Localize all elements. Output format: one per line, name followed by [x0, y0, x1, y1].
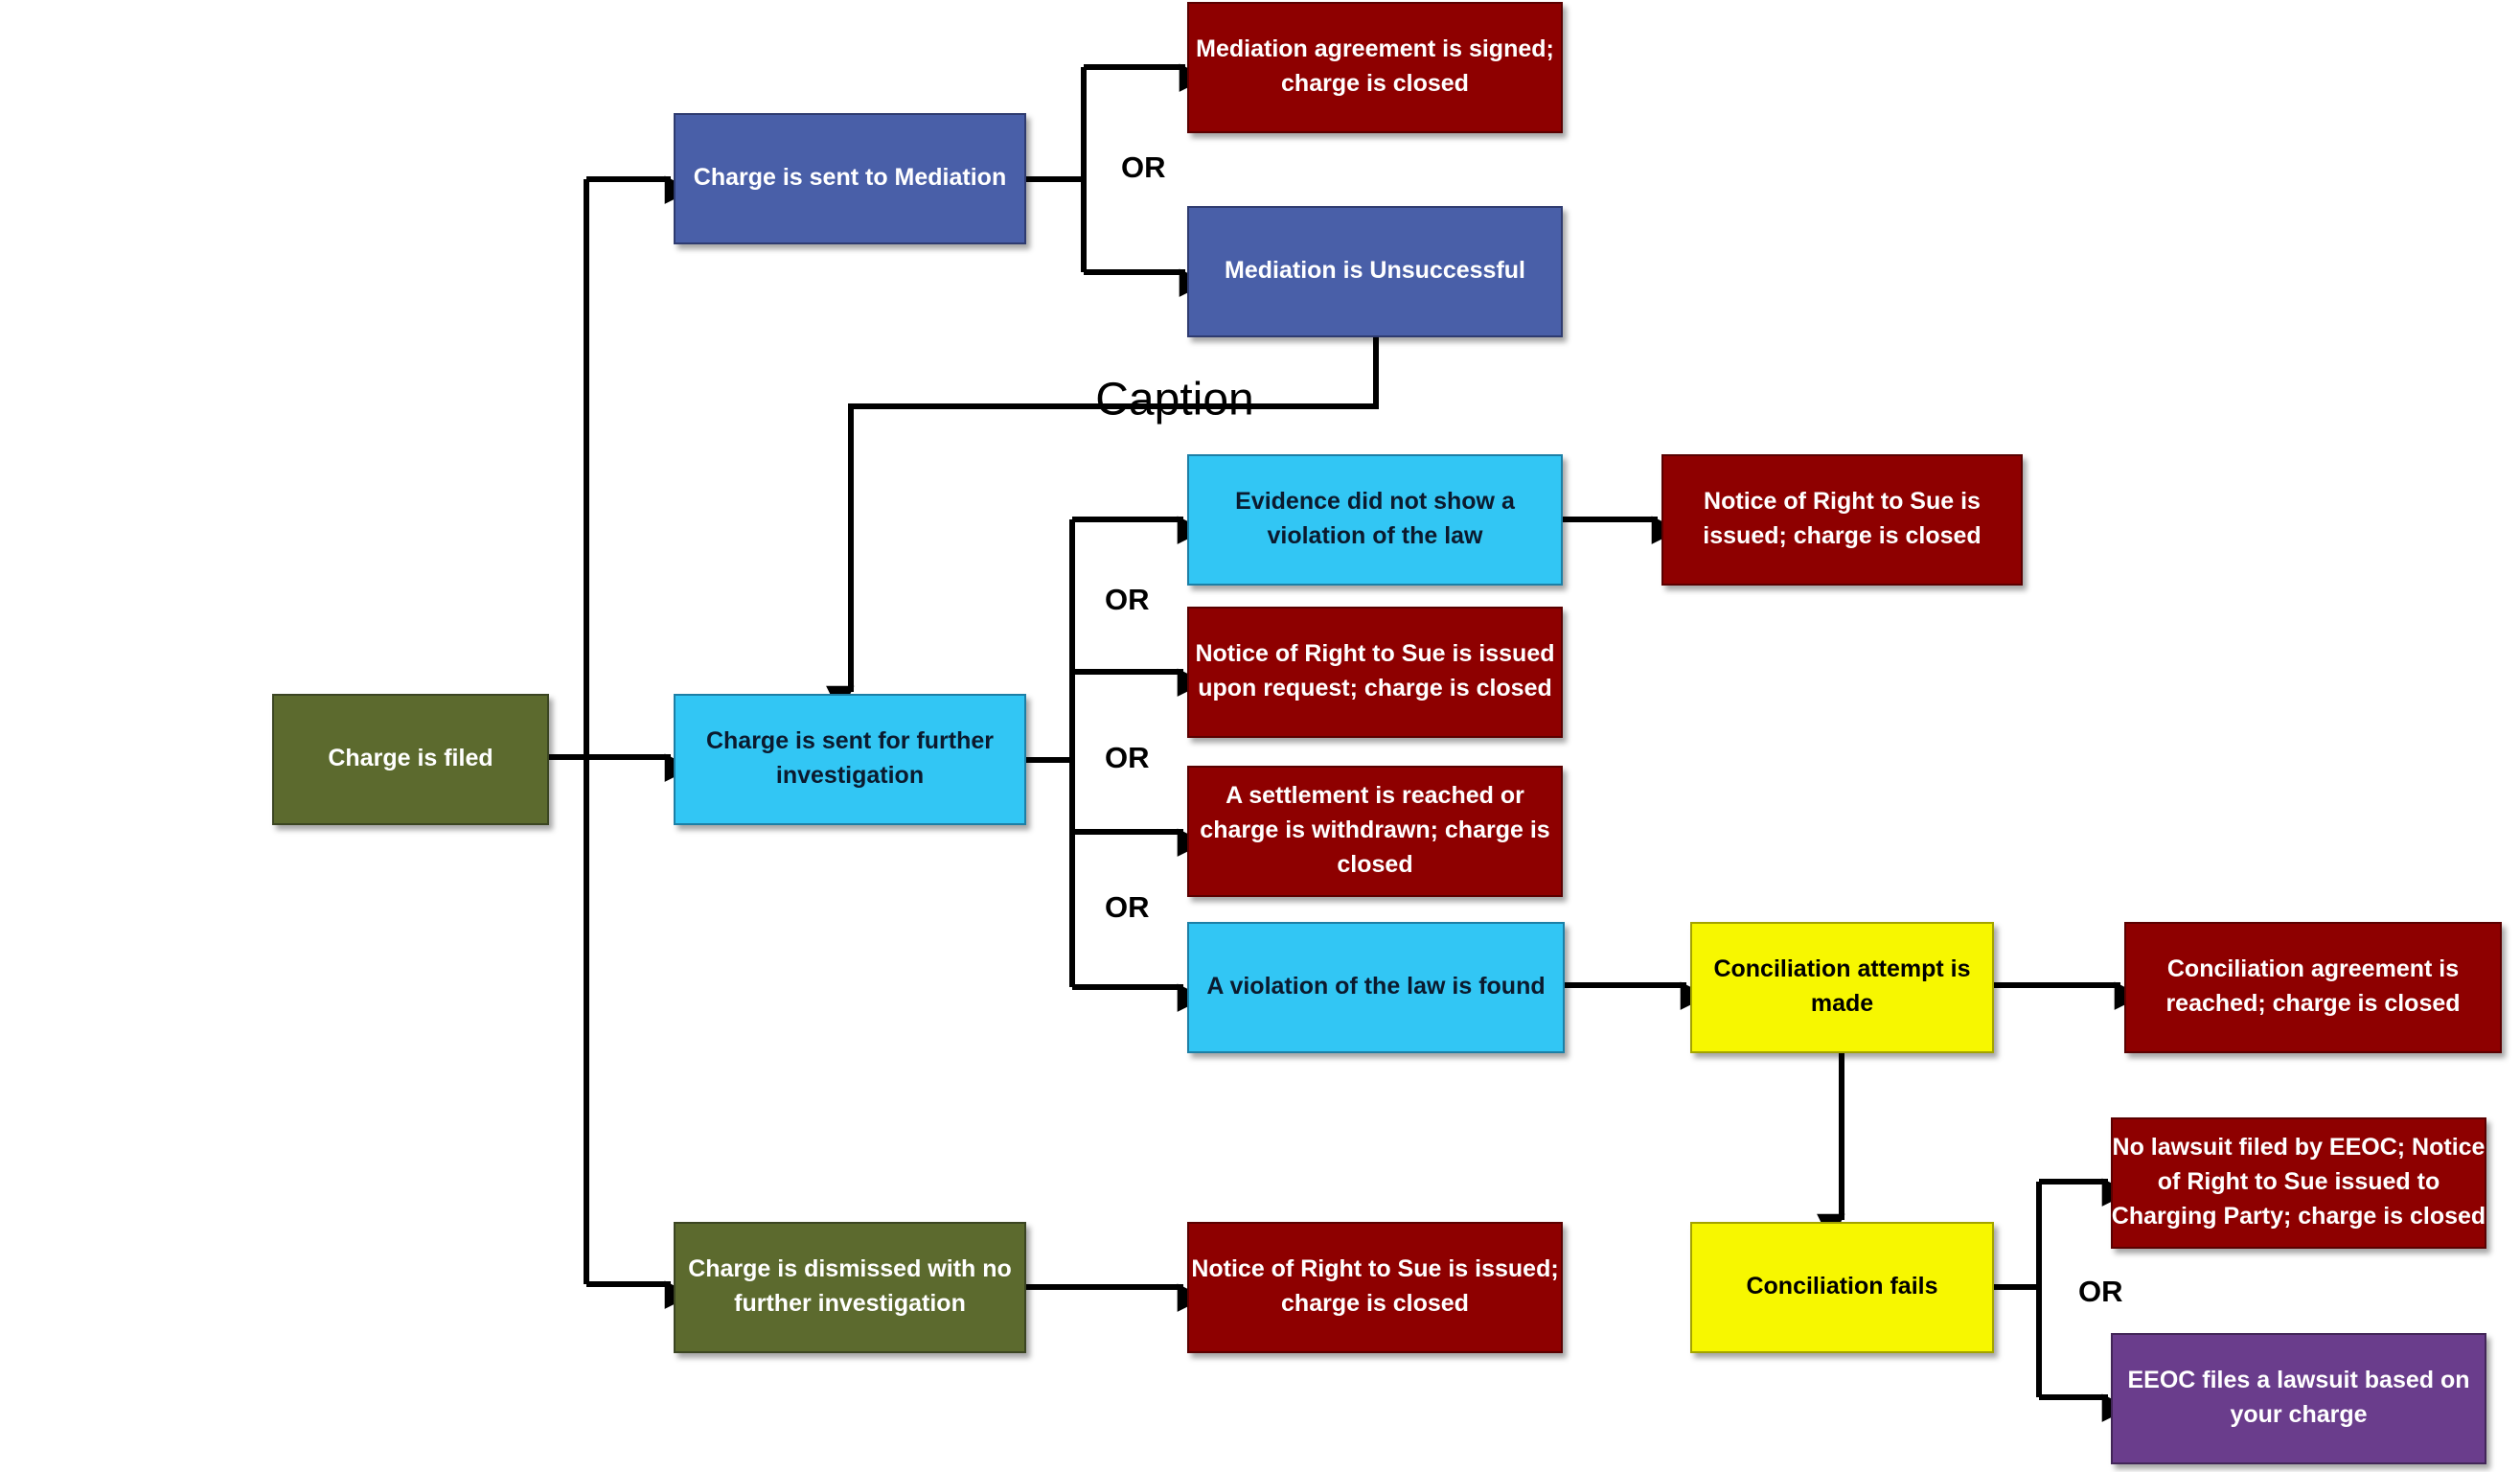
node-label-no-lawsuit-line-1: No lawsuit filed by EEOC; Notice	[2113, 1134, 2486, 1161]
node-label-conciliation-attempt-line-1: Conciliation attempt is	[1713, 955, 1970, 982]
node-sent-investigation: Charge is sent for further investigation	[674, 694, 1026, 825]
node-label-right-to-sue-request-line-2: upon request; charge is closed	[1198, 675, 1552, 702]
node-label-mediation-signed-line-2: charge is closed	[1281, 70, 1469, 97]
node-label-sent-investigation-line-1: Charge is sent for further	[706, 727, 994, 754]
node-box-sent-investigation	[674, 694, 1026, 825]
node-label-eeoc-lawsuit-line-1: EEOC files a lawsuit based on	[2127, 1367, 2469, 1393]
node-label-conciliation-fails-line-1: Conciliation fails	[1746, 1273, 1937, 1300]
node-right-to-sue-closed: Notice of Right to Sue is issued; charge …	[1661, 454, 2023, 586]
node-label-right-to-sue-dismissed-line-1: Notice of Right to Sue is issued;	[1191, 1255, 1558, 1282]
node-box-right-to-sue-closed	[1661, 454, 2023, 586]
node-label-mediation-signed-line-1: Mediation agreement is signed;	[1196, 35, 1554, 62]
node-sent-mediation: Charge is sent to Mediation	[674, 113, 1026, 244]
node-box-mediation-unsuccessful	[1187, 206, 1563, 337]
arrow-unsuccessful-to-investigation	[826, 337, 1379, 715]
node-label-conciliation-agreement-line-1: Conciliation agreement is	[2167, 955, 2459, 982]
node-mediation-unsuccessful: Mediation is Unsuccessful	[1187, 206, 1563, 337]
node-box-sent-mediation	[674, 113, 1026, 244]
node-label-charge-filed-line-1: Charge is filed	[328, 745, 493, 771]
node-box-conciliation-agreement	[2124, 922, 2502, 1053]
node-box-charge-filed	[272, 694, 549, 825]
node-label-dismissed-line-2: further investigation	[734, 1290, 966, 1317]
node-label-no-violation-line-2: violation of the law	[1267, 522, 1483, 549]
node-dismissed: Charge is dismissed with no further inves…	[674, 1222, 1026, 1353]
or-label-investigation-1: OR	[1105, 583, 1150, 616]
node-eeoc-lawsuit: EEOC files a lawsuit based on your charge	[2111, 1333, 2486, 1464]
node-box-right-to-sue-dismissed	[1187, 1222, 1563, 1353]
node-box-conciliation-fails	[1690, 1222, 1994, 1353]
node-box-no-violation	[1187, 454, 1563, 586]
node-charge-filed: Charge is filed	[272, 694, 549, 825]
node-box-violation-found	[1187, 922, 1565, 1053]
node-label-dismissed-line-1: Charge is dismissed with no	[688, 1255, 1012, 1282]
or-label-investigation-2: OR	[1105, 741, 1150, 774]
or-label-conciliation: OR	[2078, 1275, 2123, 1308]
node-box-right-to-sue-request	[1187, 607, 1563, 738]
node-conciliation-agreement: Conciliation agreement is reached; charge…	[2124, 922, 2502, 1053]
node-box-dismissed	[674, 1222, 1026, 1353]
or-label-investigation-3: OR	[1105, 890, 1150, 924]
node-conciliation-fails: Conciliation fails	[1690, 1222, 1994, 1353]
nodes: Charge is filed Charge is sent to Mediati…	[272, 2, 2502, 1464]
node-conciliation-attempt: Conciliation attempt is made	[1690, 922, 1994, 1053]
node-label-eeoc-lawsuit-line-2: your charge	[2230, 1401, 2367, 1428]
node-label-conciliation-agreement-line-2: reached; charge is closed	[2165, 990, 2460, 1017]
node-label-no-violation-line-1: Evidence did not show a	[1235, 488, 1516, 515]
caption: Caption	[1095, 375, 1253, 426]
node-label-no-lawsuit-line-2: of Right to Sue issued to	[2158, 1168, 2440, 1195]
node-box-mediation-signed	[1187, 2, 1563, 133]
node-settlement: A settlement is reached or charge is with…	[1187, 766, 1563, 897]
node-label-no-lawsuit-line-3: Charging Party; charge is closed	[2112, 1203, 2486, 1230]
node-box-conciliation-attempt	[1690, 922, 1994, 1053]
or-label-mediation: OR	[1121, 150, 1166, 184]
node-label-settlement-line-2: charge is withdrawn; charge is	[1200, 816, 1549, 843]
node-box-settlement	[1187, 766, 1563, 897]
node-label-settlement-line-3: closed	[1337, 851, 1412, 878]
node-label-right-to-sue-request-line-1: Notice of Right to Sue is issued	[1195, 640, 1554, 667]
node-label-right-to-sue-closed-line-2: issued; charge is closed	[1703, 522, 1981, 549]
node-label-settlement-line-1: A settlement is reached or	[1226, 782, 1524, 809]
node-label-conciliation-attempt-line-2: made	[1811, 990, 1873, 1017]
node-right-to-sue-dismissed: Notice of Right to Sue is issued; charge …	[1187, 1222, 1563, 1353]
node-right-to-sue-request: Notice of Right to Sue is issued upon req…	[1187, 607, 1563, 738]
node-label-mediation-unsuccessful-line-1: Mediation is Unsuccessful	[1225, 257, 1525, 284]
node-no-lawsuit: No lawsuit filed by EEOC; Notice of Right…	[2111, 1117, 2486, 1249]
node-box-eeoc-lawsuit	[2111, 1333, 2486, 1464]
node-label-sent-investigation-line-2: investigation	[776, 762, 924, 789]
node-label-sent-mediation-line-1: Charge is sent to Mediation	[694, 164, 1006, 191]
or-labels: OR OR OR OR OR	[1105, 150, 2123, 1308]
node-label-right-to-sue-dismissed-line-2: charge is closed	[1281, 1290, 1469, 1317]
connectors	[548, 63, 2143, 1422]
node-label-right-to-sue-closed-line-1: Notice of Right to Sue is	[1704, 488, 1981, 515]
node-mediation-signed: Mediation agreement is signed; charge is …	[1187, 2, 1563, 133]
node-label-violation-found-line-1: A violation of the law is found	[1206, 973, 1545, 1000]
node-no-violation: Evidence did not show a violation of the …	[1187, 454, 1563, 586]
node-box-no-lawsuit	[2111, 1117, 2486, 1249]
node-violation-found: A violation of the law is found	[1187, 922, 1565, 1053]
